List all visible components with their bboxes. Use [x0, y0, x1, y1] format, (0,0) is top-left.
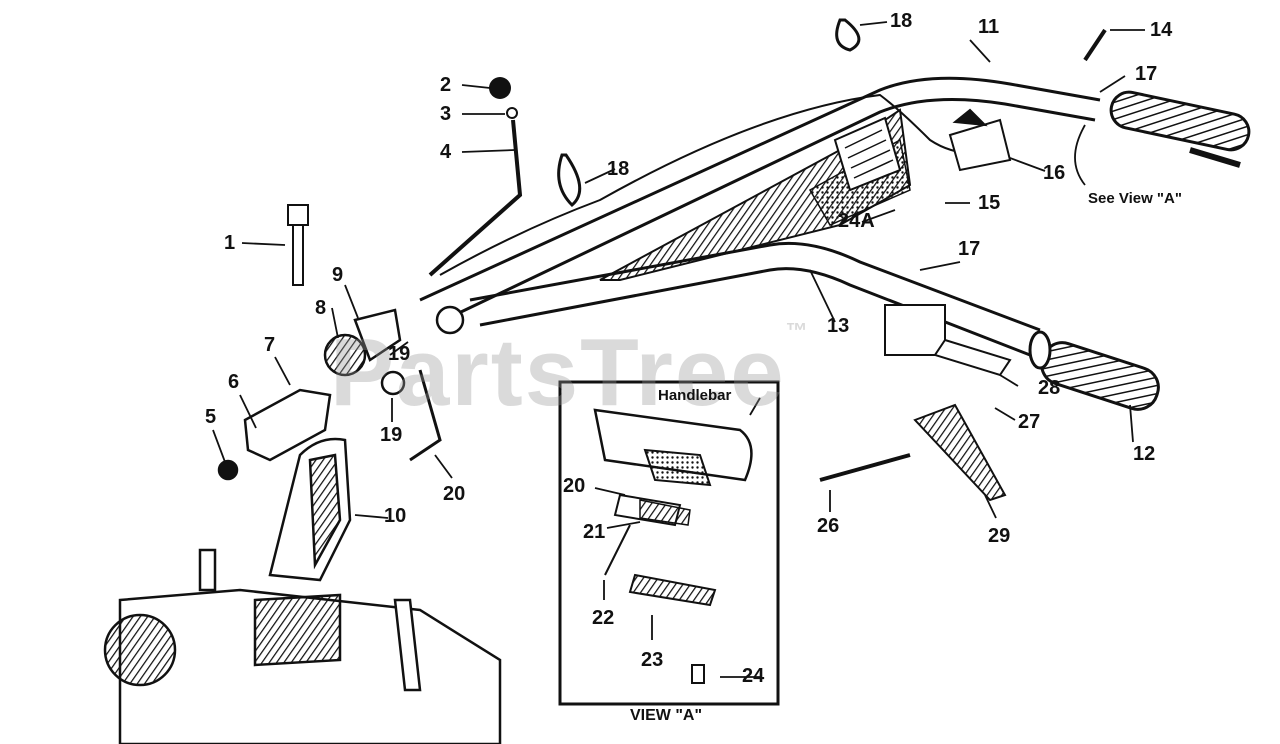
see-view-a-label: See View "A" — [1088, 190, 1182, 207]
tiller-transmission — [103, 548, 502, 744]
throttle-cable — [439, 93, 1001, 276]
callout-11: 11 — [978, 16, 1000, 38]
callout-6: 6 — [228, 371, 240, 393]
lower-handlebar-tube — [469, 241, 1041, 357]
callout-24a: 24A — [838, 210, 875, 232]
callout-19-lower: 19 — [380, 424, 403, 446]
view-a-inset — [558, 380, 780, 706]
view-a-handlebar-label: Handlebar — [658, 387, 732, 404]
callout-18-upper: 18 — [890, 10, 913, 32]
shift-rod — [428, 77, 523, 277]
lower-cable — [409, 369, 442, 462]
callout-26: 26 — [817, 515, 840, 537]
callout-20-view-a: 20 — [563, 475, 586, 497]
cable-tie-lower — [557, 153, 582, 208]
callout-17-lower: 17 — [958, 238, 981, 260]
view-a-title: VIEW "A" — [630, 707, 703, 724]
mounting-post — [268, 437, 352, 582]
decal-panel — [599, 108, 912, 281]
callout-19-upper: 19 — [388, 343, 411, 365]
callout-10: 10 — [384, 505, 407, 527]
partstree-watermark: PartsTree™ — [330, 318, 810, 426]
callout-24: 24 — [742, 665, 765, 687]
callout-14: 14 — [1150, 19, 1173, 41]
callout-29: 29 — [988, 525, 1011, 547]
callout-21: 21 — [583, 521, 606, 543]
handlebar-bracket — [217, 305, 465, 481]
callout-1: 1 — [224, 232, 236, 254]
handlebar-bolt — [287, 204, 309, 286]
cable-tie-upper — [835, 18, 861, 52]
callout-20-main: 20 — [443, 483, 466, 505]
callout-7: 7 — [264, 334, 276, 356]
callout-13: 13 — [827, 315, 850, 337]
upper-hand-grip — [1109, 90, 1251, 168]
callout-3: 3 — [440, 103, 452, 125]
callout-15: 15 — [978, 192, 1001, 214]
throttle-lever — [948, 108, 1012, 172]
callout-5: 5 — [205, 406, 217, 428]
callout-17-upper: 17 — [1135, 63, 1158, 85]
bolt-14 — [1083, 28, 1107, 62]
lower-hand-grip — [1028, 330, 1160, 411]
callout-2: 2 — [440, 74, 452, 96]
clutch-lever — [884, 304, 1012, 502]
callout-8: 8 — [315, 297, 327, 319]
callout-27: 27 — [1018, 411, 1041, 433]
callout-23: 23 — [641, 649, 664, 671]
callout-16: 16 — [1043, 162, 1066, 184]
leader-lines — [212, 21, 1145, 678]
callout-4: 4 — [440, 141, 452, 163]
callout-18-lower: 18 — [607, 158, 630, 180]
upper-handlebar-tube — [419, 76, 1101, 324]
callout-9: 9 — [332, 264, 344, 286]
callout-22: 22 — [592, 607, 615, 629]
callout-12: 12 — [1133, 443, 1156, 465]
bolt-26 — [819, 453, 911, 482]
callout-28: 28 — [1038, 377, 1061, 399]
